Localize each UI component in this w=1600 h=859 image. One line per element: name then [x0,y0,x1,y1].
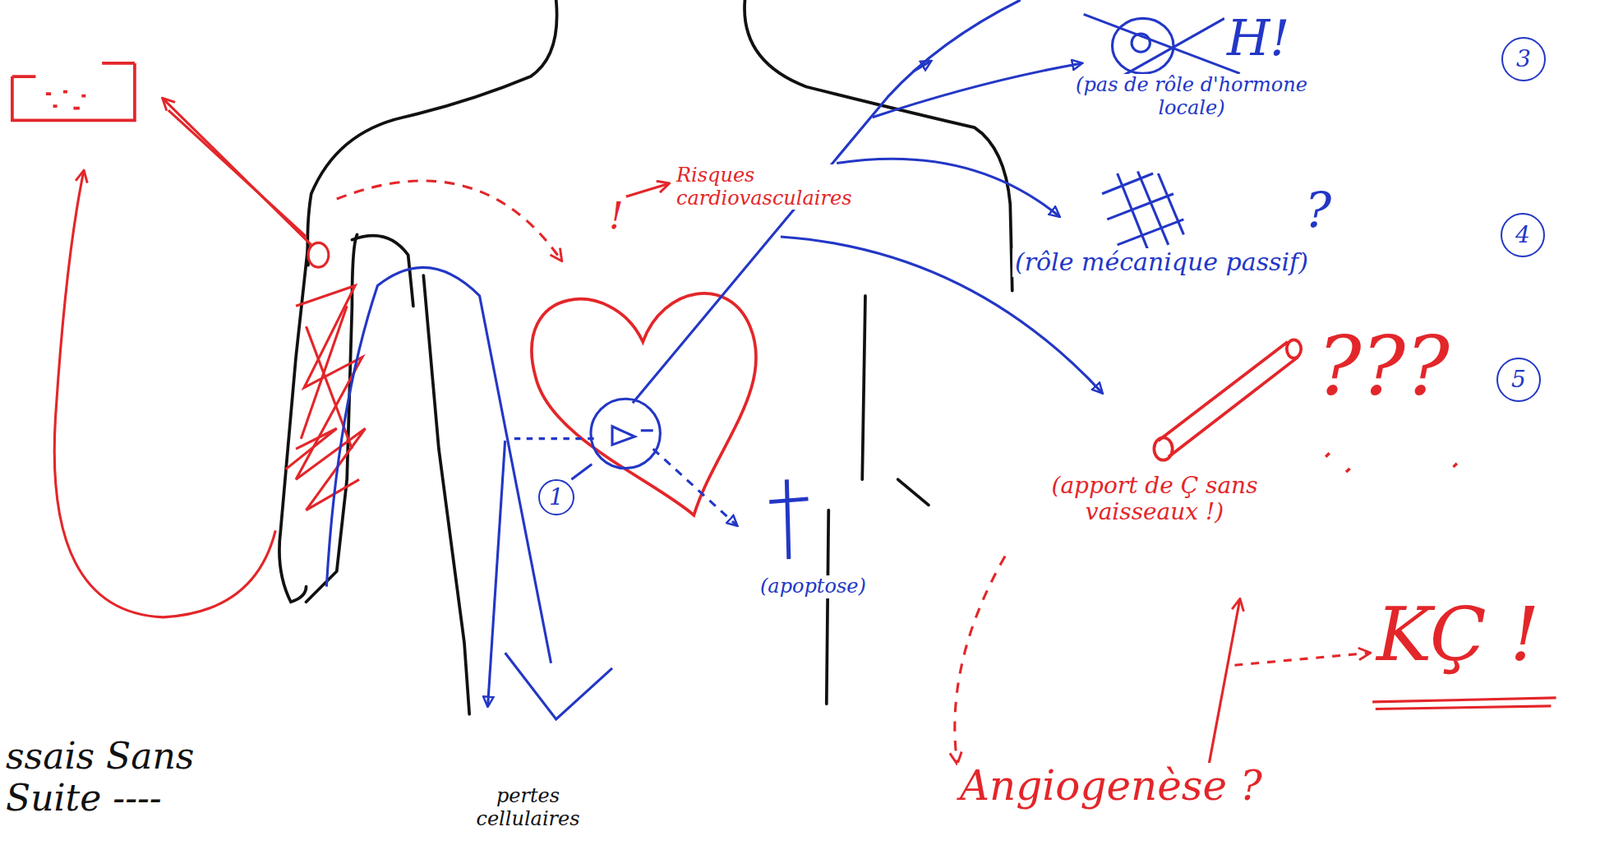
angiogenesis-loop-stroke [1234,652,1370,665]
injected-cells-stroke [836,158,1060,217]
body-outline-stroke [423,275,470,715]
risk-note: Risques cardiovasculaires [673,164,867,210]
callout-number: 1 [548,485,564,509]
injected-cells-stroke [872,63,1083,118]
body-outline-stroke [306,234,358,602]
cell-harvest-stroke [308,242,329,268]
callout-circle: 3 [1501,36,1546,82]
cell-harvest-stroke [285,428,337,470]
angiogenesis-loop-stroke [954,555,1006,763]
body-outline-stroke [279,244,309,602]
injected-cells-stroke [1102,171,1184,251]
injected-cells-stroke [326,267,551,663]
note: (rôle mécanique passif) [1012,248,1311,277]
note: (apoptose) [757,575,869,599]
injected-cells-stroke [912,60,931,71]
body-outline-stroke [307,0,557,266]
injected-cells-stroke [505,652,613,720]
cell-harvest-stroke [295,285,365,511]
callout-number: 5 [1511,368,1527,392]
cell-jar-stroke [46,92,86,109]
injected-cells-stroke [632,0,1021,403]
vessel-tube-stroke [1286,339,1301,358]
injected-cells-stroke [571,464,592,480]
note: pertes cellulaires [464,784,592,830]
body-outline-stroke [744,0,1013,291]
body-outline-stroke [862,295,866,480]
cancer-note: KÇ ! [1374,591,1542,678]
injected-cells-stroke [640,428,654,432]
injected-cells-stroke [653,448,738,526]
warning-mark: ! [606,195,627,238]
angiogenesis-loop-stroke [1372,697,1557,710]
body-outline-stroke [898,479,929,505]
note: (apport de Ç sans vaisseaux !) [990,472,1319,526]
injected-cells-stroke [510,437,595,440]
note: Angiogenèse ? [957,762,1265,811]
note: (pas de rôle d'hormone locale) [1055,73,1328,120]
angiogenesis-loop-stroke [1208,599,1240,764]
cell-jar [12,63,135,121]
injected-cells-stroke [1083,13,1241,82]
vessel-tube-stroke [1153,437,1172,460]
cell-harvest-stroke [336,180,562,261]
heart-stroke [531,293,757,516]
cell-harvest-stroke [163,98,312,245]
cell-jar-stroke [12,63,135,121]
body-outline-stroke [826,510,829,705]
note: ssais Sans Suite ---- [3,735,254,819]
angiogenesis-loop [954,555,1557,763]
injected-cells-stroke [769,479,808,559]
hormone-mark: H! [1224,9,1292,67]
heart [531,293,757,516]
vessel-tube-stroke [1157,341,1298,457]
cell-jar-stroke [12,63,135,77]
callout-number: 4 [1515,223,1531,247]
cell-harvest-stroke [54,171,276,618]
callout-number: 3 [1516,47,1531,71]
cell-harvest [54,98,669,617]
cell-harvest-stroke [168,110,307,237]
question-mark: ? [1302,182,1334,240]
callout-circle: 5 [1496,357,1541,402]
vessel-tube-stroke [1326,453,1457,471]
injected-cells-stroke [488,440,506,706]
question-marks: ??? [1314,318,1453,414]
injected-cells-stroke [590,398,660,468]
injected-cells-stroke [612,426,635,445]
callout-circle: 4 [1500,212,1545,258]
callout-circle: 1 [538,479,575,516]
